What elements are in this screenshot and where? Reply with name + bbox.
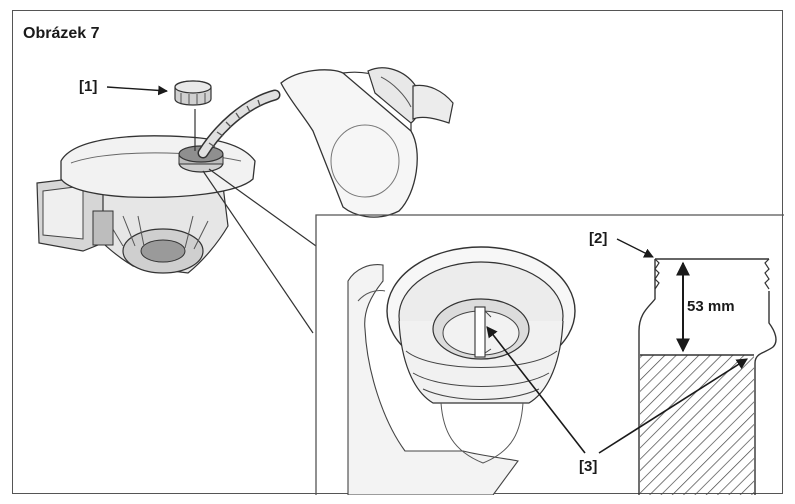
callout-3-label: [3] [579, 458, 597, 475]
callout-3: [3] [486, 326, 748, 475]
illustration: 53 mm [1] [2] [3] [36, 67, 784, 495]
zoom-line-upper [208, 168, 317, 247]
callout-1-label: [1] [79, 78, 97, 95]
callout-1: [1] [79, 78, 168, 96]
callout-2-label: [2] [589, 230, 607, 247]
callout-2: [2] [589, 230, 654, 258]
figure-frame: Obrázek 7 [12, 10, 784, 495]
oil-jug-illustration [197, 67, 454, 218]
zoom-line-lower [202, 170, 314, 334]
detail-inset: 53 mm [315, 214, 784, 495]
measurement-label: 53 mm [687, 298, 735, 315]
engine-illustration [36, 80, 256, 274]
figure-title: Obrázek 7 [23, 25, 100, 42]
filler-neck-cross-section: 53 mm [638, 258, 777, 495]
filler-neck-detail [347, 246, 576, 495]
